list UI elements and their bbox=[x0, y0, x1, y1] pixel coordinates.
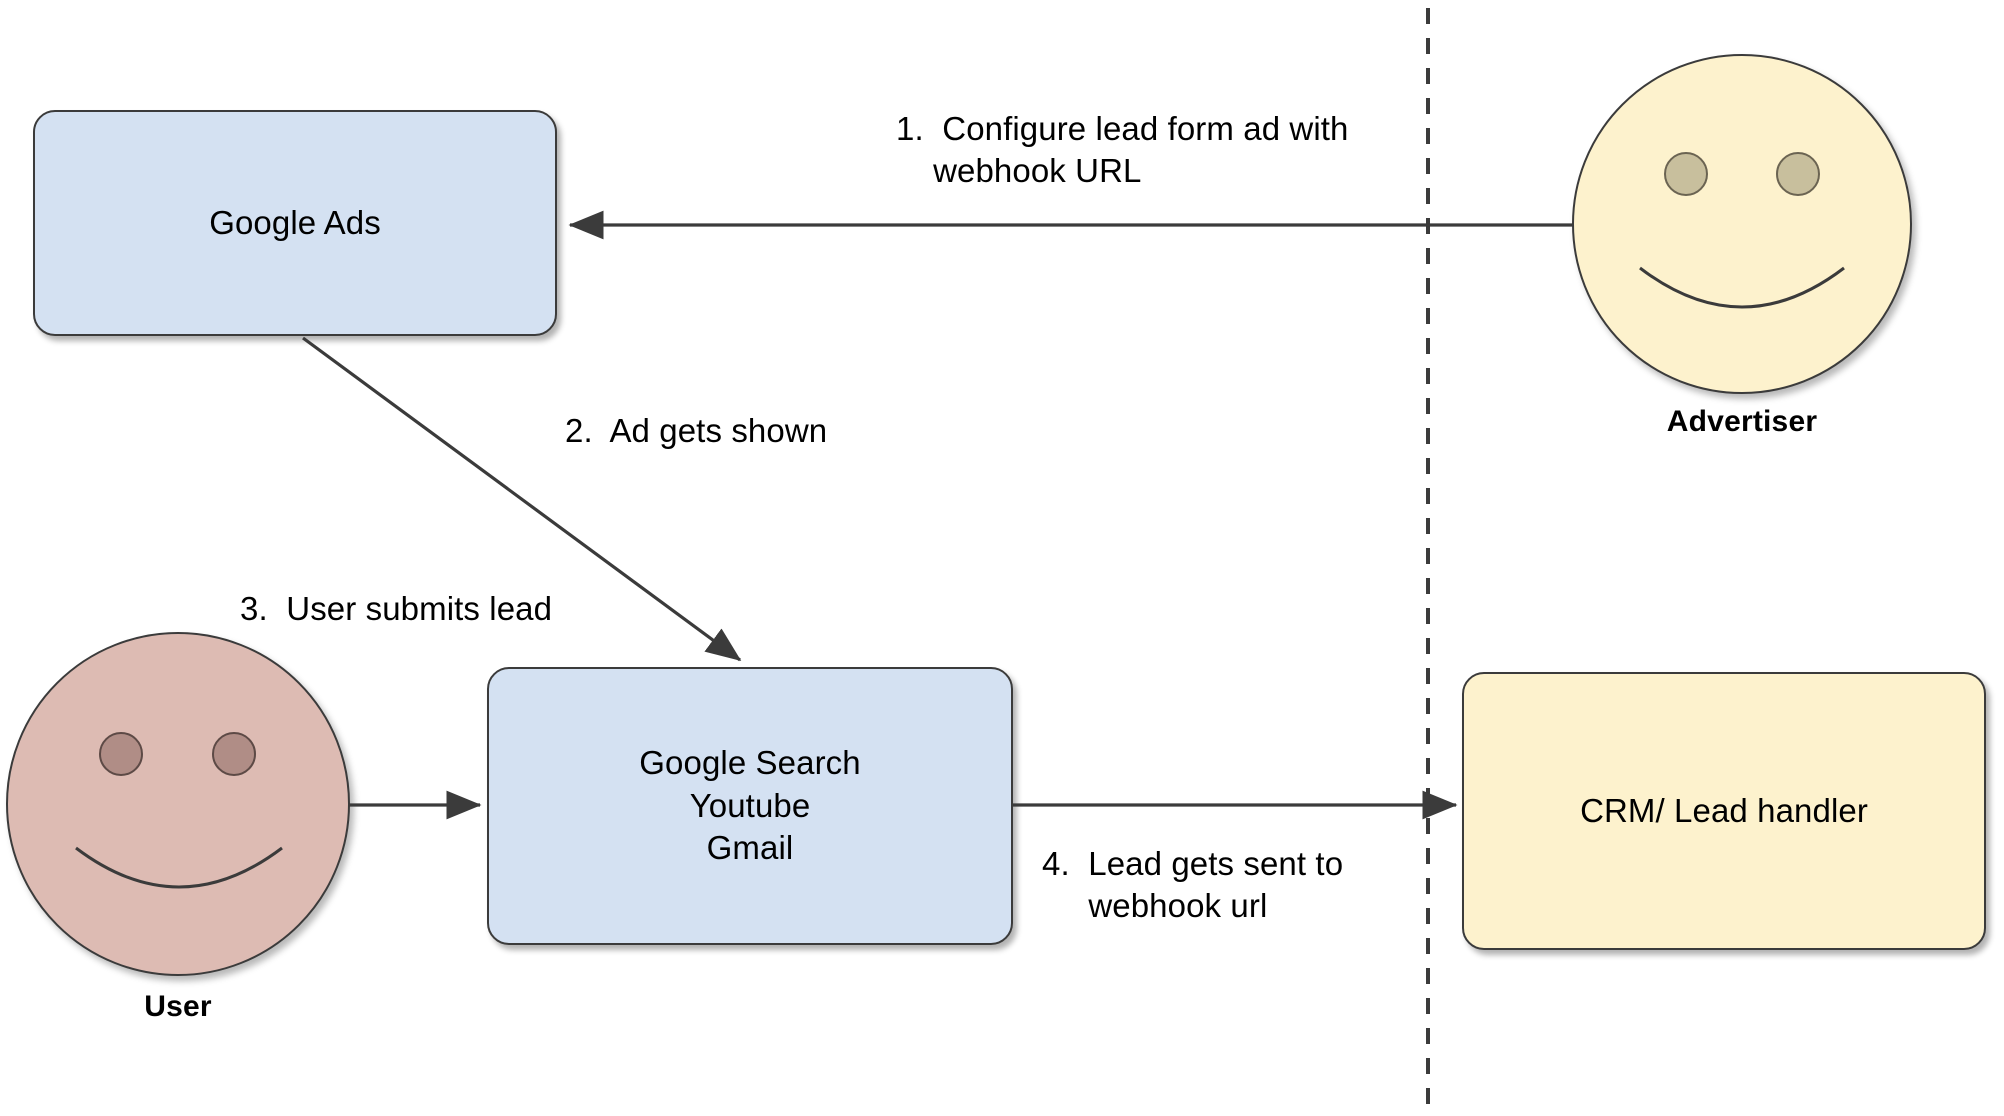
advertiser-face-icon bbox=[1572, 54, 1912, 394]
advertiser-right-eye-icon bbox=[1776, 152, 1820, 196]
node-google-properties-line-1: Google Search bbox=[639, 743, 861, 781]
user-left-eye-icon bbox=[99, 732, 143, 776]
node-google-properties-line-3: Gmail bbox=[706, 829, 794, 867]
advertiser-left-eye-icon bbox=[1664, 152, 1708, 196]
actor-user-label: User bbox=[144, 990, 212, 1023]
edge-label-step-1: 1. Configure lead form ad with webhook U… bbox=[896, 110, 1349, 190]
node-google-ads-label: Google Ads bbox=[209, 203, 381, 241]
user-right-eye-icon bbox=[212, 732, 256, 776]
actor-advertiser[interactable] bbox=[1572, 54, 1912, 394]
user-face-icon bbox=[6, 632, 350, 976]
node-crm-lead-handler-label: CRM/ Lead handler bbox=[1580, 791, 1868, 829]
actor-advertiser-label: Advertiser bbox=[1666, 405, 1818, 438]
edge-label-step-2: 2. Ad gets shown bbox=[565, 412, 828, 449]
edge-label-step-3: 3. User submits lead bbox=[240, 590, 553, 627]
node-google-properties-line-2: Youtube bbox=[689, 786, 811, 824]
user-smile-icon bbox=[72, 842, 286, 912]
node-google-ads[interactable]: Google Ads bbox=[33, 110, 557, 336]
node-crm-lead-handler[interactable]: CRM/ Lead handler bbox=[1462, 672, 1986, 950]
node-google-properties[interactable]: Google Search Youtube Gmail bbox=[487, 667, 1013, 945]
edge-label-step-4: 4. Lead gets sent to webhook url bbox=[1042, 845, 1344, 925]
actor-user[interactable] bbox=[6, 632, 350, 976]
advertiser-smile-icon bbox=[1636, 262, 1848, 332]
